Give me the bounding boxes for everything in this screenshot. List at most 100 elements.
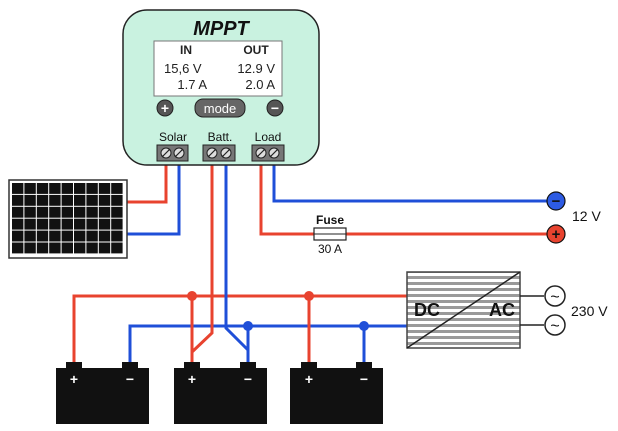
in-voltage: 15,6 V	[164, 61, 202, 76]
mode-button-label: mode	[204, 101, 237, 116]
solar-cell	[36, 194, 49, 206]
dc-negative-symbol: −	[552, 193, 561, 210]
solar-cell	[98, 218, 111, 230]
solar-cell	[12, 183, 24, 194]
solar-cell	[86, 242, 98, 254]
solar-cell	[49, 206, 61, 218]
battery-3-minus: −	[360, 371, 368, 387]
solar-cell	[36, 242, 49, 254]
dc-output-voltage: 12 V	[572, 208, 601, 224]
solar-cell	[36, 183, 49, 194]
lcd-display	[153, 40, 283, 97]
solar-cell	[61, 218, 73, 230]
load-terminal-block	[251, 144, 285, 162]
solar-cell	[98, 230, 111, 242]
solar-cell	[24, 206, 36, 218]
positive-junction-1	[187, 291, 197, 301]
battery-1-plus: +	[70, 371, 78, 387]
solar-cell	[49, 242, 61, 254]
ac-terminal-1	[544, 285, 566, 307]
solar-cell	[24, 242, 36, 254]
load-positive-wire	[259, 160, 548, 236]
solar-cell	[12, 242, 24, 254]
battery-2-plus: +	[188, 371, 196, 387]
solar-cell	[24, 218, 36, 230]
dc-output-terminals: − + 12 V	[546, 191, 601, 244]
solar-cell	[24, 230, 36, 242]
load-negative-wire	[272, 160, 548, 203]
minus-button[interactable]: −	[266, 99, 284, 117]
battery-terminal-label: Batt.	[208, 130, 233, 144]
dc-positive-terminal	[546, 224, 566, 244]
solar-cell	[61, 206, 73, 218]
mode-button[interactable]: mode	[194, 98, 246, 118]
ac-terminal-1-symbol: ~	[550, 289, 559, 306]
out-header: OUT	[243, 43, 269, 57]
solar-cell	[86, 183, 98, 194]
solar-cells	[12, 183, 123, 254]
solar-cell	[86, 230, 98, 242]
solar-cell	[12, 206, 24, 218]
mppt-controller: MPPT IN OUT 15,6 V 1.7 A 12.9 V 2.0 A + …	[122, 9, 320, 166]
solar-cell	[98, 194, 111, 206]
inverter-ac-label: AC	[489, 300, 515, 320]
solar-cell	[24, 194, 36, 206]
solar-cell	[61, 194, 73, 206]
inverter-dc-label: DC	[414, 300, 440, 320]
solar-cell	[98, 183, 111, 194]
solar-cell	[86, 218, 98, 230]
battery-1: + −	[56, 362, 149, 424]
solar-negative-wire	[127, 160, 181, 236]
solar-cell	[111, 183, 123, 194]
out-voltage: 12.9 V	[237, 61, 275, 76]
battery-1-minus: −	[126, 371, 134, 387]
solar-cell	[74, 194, 86, 206]
battery-3-plus: +	[305, 371, 313, 387]
solar-cell	[74, 206, 86, 218]
ac-terminal-2	[544, 314, 566, 336]
solar-cell	[86, 206, 98, 218]
ac-terminal-2-symbol: ~	[550, 318, 559, 335]
plus-button-label: +	[161, 100, 169, 116]
solar-cell	[111, 230, 123, 242]
solar-cell	[74, 218, 86, 230]
solar-cell	[36, 218, 49, 230]
in-header: IN	[180, 43, 192, 57]
solar-cell	[111, 206, 123, 218]
solar-cell	[61, 242, 73, 254]
solar-cell	[111, 194, 123, 206]
fuse: Fuse 30 A	[313, 213, 347, 256]
minus-button-label: −	[271, 100, 279, 116]
controller-battery-negative-wire	[224, 160, 250, 352]
controller-battery-positive-wire	[190, 160, 214, 354]
ac-output-voltage: 230 V	[571, 303, 608, 319]
fuse-rating: 30 A	[318, 242, 342, 256]
plus-button[interactable]: +	[156, 99, 174, 117]
solar-terminal-block	[156, 144, 189, 162]
positive-bus-wire	[72, 294, 407, 368]
negative-junction-1	[243, 321, 253, 331]
solar-cell	[49, 218, 61, 230]
solar-terminal-label: Solar	[159, 130, 187, 144]
solar-cell	[36, 206, 49, 218]
solar-cell	[12, 218, 24, 230]
solar-cell	[86, 194, 98, 206]
solar-cell	[12, 230, 24, 242]
solar-cell	[36, 230, 49, 242]
solar-cell	[49, 194, 61, 206]
solar-positive-wire	[127, 160, 168, 204]
solar-cell	[49, 230, 61, 242]
negative-junction-2	[359, 321, 369, 331]
solar-cell	[74, 242, 86, 254]
solar-cell	[111, 242, 123, 254]
solar-cell	[111, 218, 123, 230]
solar-cell	[24, 183, 36, 194]
solar-cell	[61, 183, 73, 194]
battery-terminal-block	[202, 144, 236, 162]
solar-cell	[98, 242, 111, 254]
load-terminal-label: Load	[255, 130, 282, 144]
solar-cell	[61, 230, 73, 242]
solar-cell	[98, 206, 111, 218]
battery-3: + −	[290, 362, 383, 424]
